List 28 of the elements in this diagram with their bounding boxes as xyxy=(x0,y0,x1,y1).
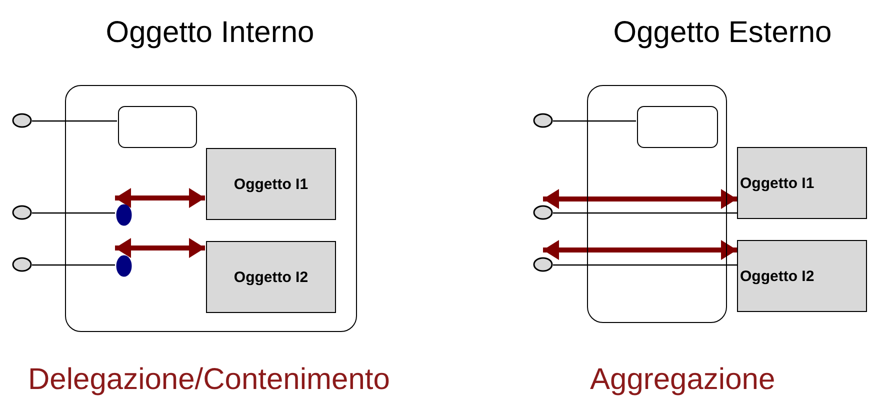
connection-dot xyxy=(116,255,132,277)
double-arrow xyxy=(543,189,737,209)
rounded-box xyxy=(637,106,718,148)
object-box: Oggetto I1 xyxy=(206,148,336,220)
object-box: Oggetto I2 xyxy=(206,241,336,313)
interface-circle xyxy=(12,257,32,272)
object-box: Oggetto I1 xyxy=(737,147,867,219)
double-arrow xyxy=(115,188,205,208)
object-title: Oggetto Interno xyxy=(104,15,316,51)
interface-circle xyxy=(533,257,553,272)
connection-dot xyxy=(116,204,132,226)
connector-line xyxy=(553,212,737,214)
connector-line xyxy=(553,120,636,122)
diagram-caption: Aggregazione xyxy=(590,362,776,398)
connector-line xyxy=(32,212,115,214)
connector-line xyxy=(32,264,115,266)
double-arrow xyxy=(115,238,205,258)
interface-circle xyxy=(533,113,553,128)
object-box: Oggetto I2 xyxy=(737,240,867,312)
interface-circle xyxy=(12,205,32,220)
connector-line xyxy=(32,120,117,122)
rounded-box xyxy=(118,106,197,148)
interface-circle xyxy=(533,205,553,220)
connector-line xyxy=(553,264,737,266)
object-title: Oggetto Esterno xyxy=(612,15,833,51)
diagram-caption: Delegazione/Contenimento xyxy=(28,362,390,398)
interface-circle xyxy=(12,113,32,128)
double-arrow xyxy=(543,240,737,260)
